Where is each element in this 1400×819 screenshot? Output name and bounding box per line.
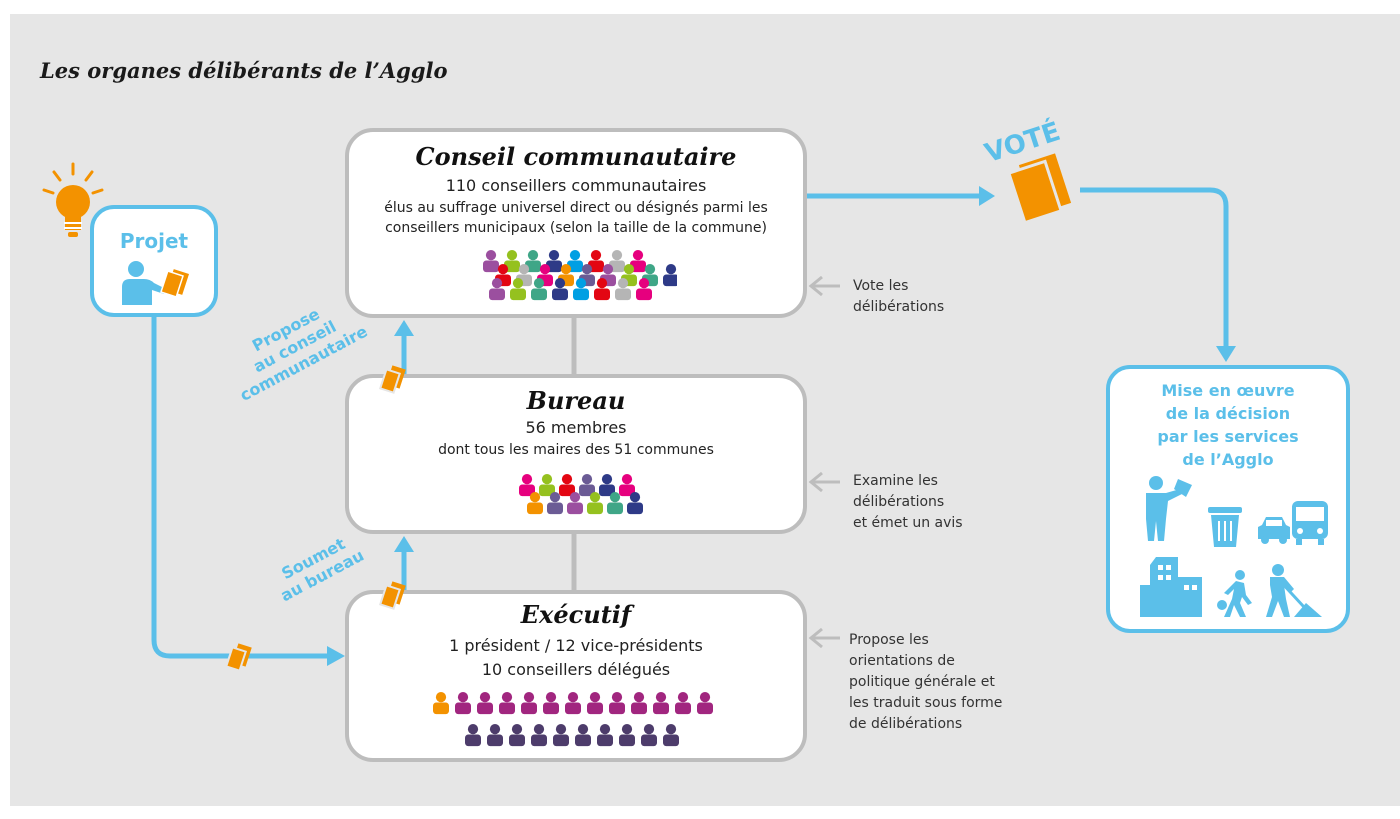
page-title: Les organes délibérants de l’Agglo xyxy=(40,58,448,83)
note-executif-line-1: Propose les xyxy=(849,632,929,648)
people-crowd-icon xyxy=(483,250,677,301)
projet-box: Projet xyxy=(90,205,218,317)
conseil-desc-1: élus au suffrage universel direct ou dés… xyxy=(384,200,768,216)
building-icon xyxy=(1140,557,1202,617)
bureau-box: Bureau 56 membres dont tous les maires d… xyxy=(345,374,807,534)
people-group-icon xyxy=(519,474,643,515)
document-icon xyxy=(378,581,406,610)
worker-icon xyxy=(1146,476,1192,541)
note-executif-line-2: orientations de xyxy=(849,653,955,669)
mise-line-3: par les services xyxy=(1157,427,1299,446)
bureau-count: 56 membres xyxy=(525,418,627,437)
note-bureau: Examine les délibérations et émet un avi… xyxy=(853,471,963,534)
note-executif: Propose les orientations de politique gé… xyxy=(849,630,1002,735)
note-conseil-line-2: délibérations xyxy=(853,299,945,315)
conseil-box: Conseil communautaire 110 conseillers co… xyxy=(345,128,807,318)
mise-line-4: de l’Agglo xyxy=(1182,450,1274,469)
document-icon xyxy=(224,643,252,672)
note-bureau-line-3: et émet un avis xyxy=(853,515,963,531)
executif-members-icon xyxy=(433,692,713,747)
executif-line-1: 1 président / 12 vice-présidents xyxy=(449,636,703,655)
note-conseil-line-1: Vote les xyxy=(853,278,909,294)
voted-documents-icon xyxy=(1007,153,1072,225)
car-icon xyxy=(1258,517,1290,544)
bureau-desc: dont tous les maires des 51 communes xyxy=(438,442,714,458)
roadworker-icon xyxy=(1266,564,1322,617)
note-bureau-line-1: Examine les xyxy=(853,473,938,489)
note-bureau-line-2: délibérations xyxy=(853,494,945,510)
mise-line-2: de la décision xyxy=(1165,404,1291,423)
conseil-desc-2: conseillers municipaux (selon la taille … xyxy=(385,220,767,236)
conseil-title: Conseil communautaire xyxy=(415,142,737,171)
executif-title: Exécutif xyxy=(520,600,632,629)
mise-line-1: Mise en œuvre xyxy=(1161,381,1295,400)
note-executif-line-5: de délibérations xyxy=(849,716,963,732)
executif-line-2: 10 conseillers délégués xyxy=(481,660,671,679)
mise-en-oeuvre-box: Mise en œuvre de la décision par les ser… xyxy=(1106,365,1350,633)
pedestrian-icon xyxy=(1217,570,1252,617)
conseil-count: 110 conseillers communautaires xyxy=(445,176,707,195)
bus-icon xyxy=(1292,501,1328,545)
bureau-title: Bureau xyxy=(526,386,626,415)
executif-box: Exécutif 1 président / 12 vice-président… xyxy=(345,590,807,762)
lightbulb-icon xyxy=(42,162,104,237)
note-conseil: Vote les délibérations xyxy=(853,276,944,318)
note-executif-line-4: les traduit sous forme xyxy=(849,695,1003,711)
projet-label: Projet xyxy=(119,229,189,253)
person-with-document-icon xyxy=(122,261,190,305)
trash-can-icon xyxy=(1208,507,1242,547)
mise-en-oeuvre-label: Mise en œuvre de la décision par les ser… xyxy=(1110,379,1346,471)
document-icon xyxy=(378,365,406,394)
note-executif-line-3: politique générale et xyxy=(849,674,995,690)
